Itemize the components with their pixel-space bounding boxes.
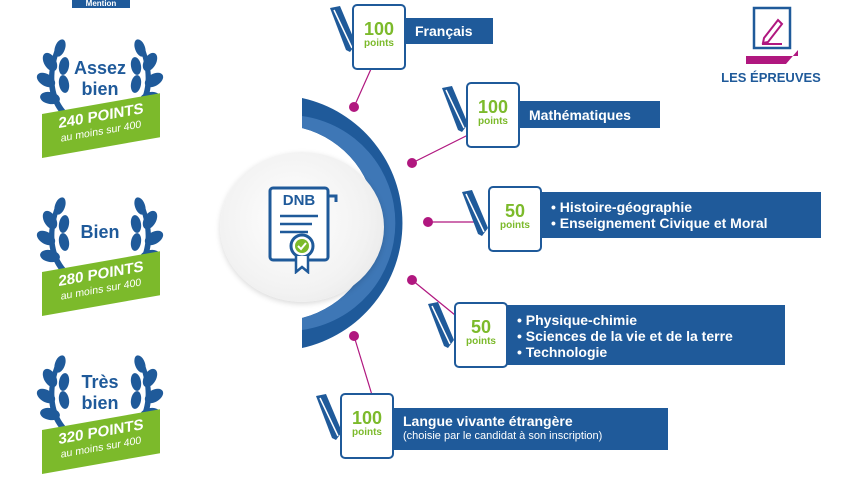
subject-points-card: 100 points [340,393,394,459]
epreuves-title: LES ÉPREUVES [721,70,821,85]
points-unit: points [352,427,382,438]
pen-icon [462,190,488,236]
mention-label-line2: bien [81,79,119,99]
subject-banner: Mathématiques [519,101,660,128]
mention-header-tag: Mention [72,0,130,8]
points-unit: points [466,336,496,347]
subject-name: Langue vivante étrangère [403,413,573,429]
dnb-label: DNB [282,192,316,209]
pencil-document-icon [746,6,798,64]
connector-dot [407,158,417,168]
points-unit: points [478,116,508,127]
pen-icon [442,86,468,132]
connector-dot [407,275,417,285]
mention-assez-bien: Assez bien 240 POINTS au moins sur 400 [30,22,170,162]
subject-note: (choisie par le candidat à son inscripti… [403,430,603,442]
subject-name: Mathématiques [529,107,631,123]
inner-arc [302,116,396,330]
connector-dot [349,331,359,341]
subject-name: • Histoire-géographie [551,199,693,215]
mention-label-line1: Très [81,372,119,392]
subject-points-card: 50 points [454,302,508,368]
mention-label-line1: Bien [80,222,120,242]
subject-name: • Technologie [517,344,608,360]
pen-icon [330,6,356,52]
subject-banner: • Histoire-géographie • Enseignement Civ… [541,192,821,238]
pen-icon [428,302,454,348]
mention-label-line2: bien [81,393,119,413]
subject-name: • Physique-chimie [517,312,638,328]
subject-points-card: 100 points [466,82,520,148]
mention-bien: Bien 280 POINTS au moins sur 400 [30,180,170,320]
subject-banner: Français [405,18,493,44]
subject-points-card: 50 points [488,186,542,252]
points-number: 50 [504,201,526,221]
subject-name: • Sciences de la vie et de la terre [517,328,733,344]
points-unit: points [364,38,394,49]
points-number: 50 [470,317,492,337]
subject-name: Français [415,23,473,39]
connector-dot [423,217,433,227]
connector-dot [349,102,359,112]
points-number: 100 [351,408,383,428]
subject-points-card: 100 points [352,4,406,70]
mention-label-line1: Assez [73,58,127,78]
points-unit: points [500,220,530,231]
subject-banner: Langue vivante étrangère (choisie par le… [393,408,668,450]
outer-arc [302,98,403,348]
mention-tres-bien: Très bien 320 POINTS au moins sur 400 [30,338,170,478]
points-number: 100 [363,19,395,39]
points-number: 100 [477,97,509,117]
subject-name: • Enseignement Civique et Moral [551,215,768,231]
dnb-certificate-icon [268,186,338,274]
pen-icon [316,394,342,440]
subject-banner: • Physique-chimie • Sciences de la vie e… [507,305,785,365]
